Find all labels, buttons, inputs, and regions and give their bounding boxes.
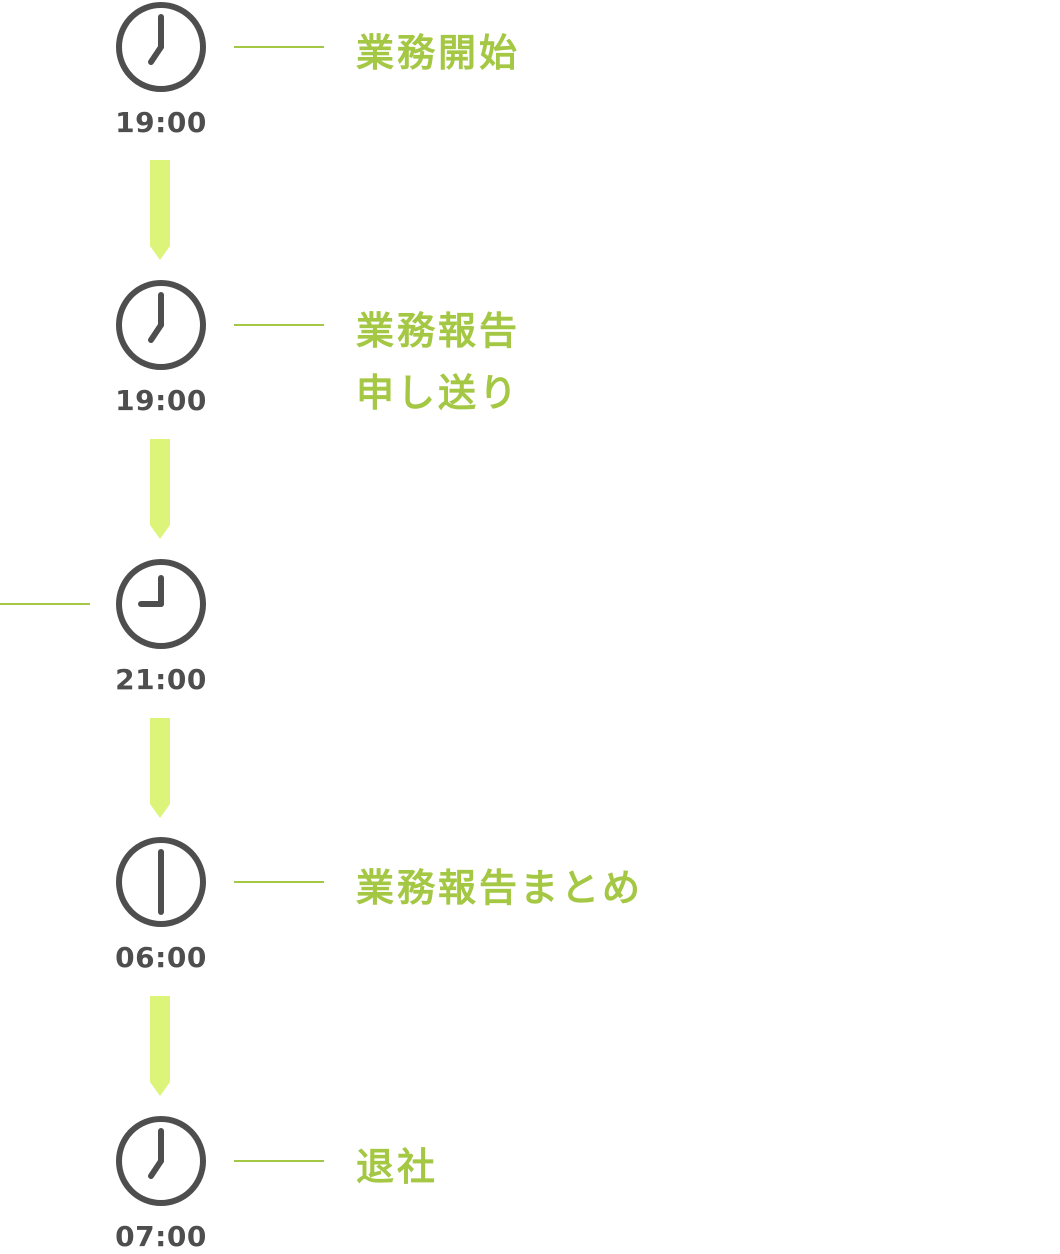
step-time: 07:00	[115, 1220, 207, 1253]
connector-line	[234, 324, 324, 326]
down-arrow-icon	[150, 718, 170, 818]
clock-icon	[116, 1116, 206, 1206]
connector-line	[0, 603, 90, 605]
connector-line	[234, 46, 324, 48]
step-label-line: 申し送り	[356, 371, 521, 415]
step-time: 21:00	[115, 663, 207, 696]
clock-icon	[116, 280, 206, 370]
step-label-line: 退社	[356, 1145, 439, 1189]
clock-icon	[116, 559, 206, 649]
connector-line	[234, 881, 324, 883]
step-time: 06:00	[115, 941, 207, 974]
step-label-line: 業務報告	[356, 309, 521, 353]
step-label: 業務開始	[356, 22, 520, 84]
down-arrow-icon	[150, 996, 170, 1096]
timeline-step-3: 21:00	[0, 557, 1060, 697]
step-label-line: 業務報告まとめ	[356, 866, 644, 910]
down-arrow-icon	[150, 439, 170, 539]
step-time: 19:00	[115, 384, 207, 417]
down-arrow-icon	[150, 160, 170, 260]
timeline-step-2: 19:00 業務報告 申し送り	[0, 278, 1060, 418]
step-label: 退社	[356, 1136, 438, 1198]
connector-line	[234, 1160, 324, 1162]
timeline-step-1: 19:00 業務開始	[0, 0, 1060, 140]
step-time: 19:00	[115, 106, 207, 139]
step-label: 業務報告 申し送り	[356, 300, 520, 424]
timeline-step-4: 06:00 業務報告まとめ	[0, 835, 1060, 975]
step-label: 業務報告まとめ	[356, 857, 643, 919]
clock-icon	[116, 837, 206, 927]
clock-icon	[116, 2, 206, 92]
timeline-step-5: 07:00 退社	[0, 1114, 1060, 1254]
step-label-line: 業務開始	[356, 31, 521, 75]
